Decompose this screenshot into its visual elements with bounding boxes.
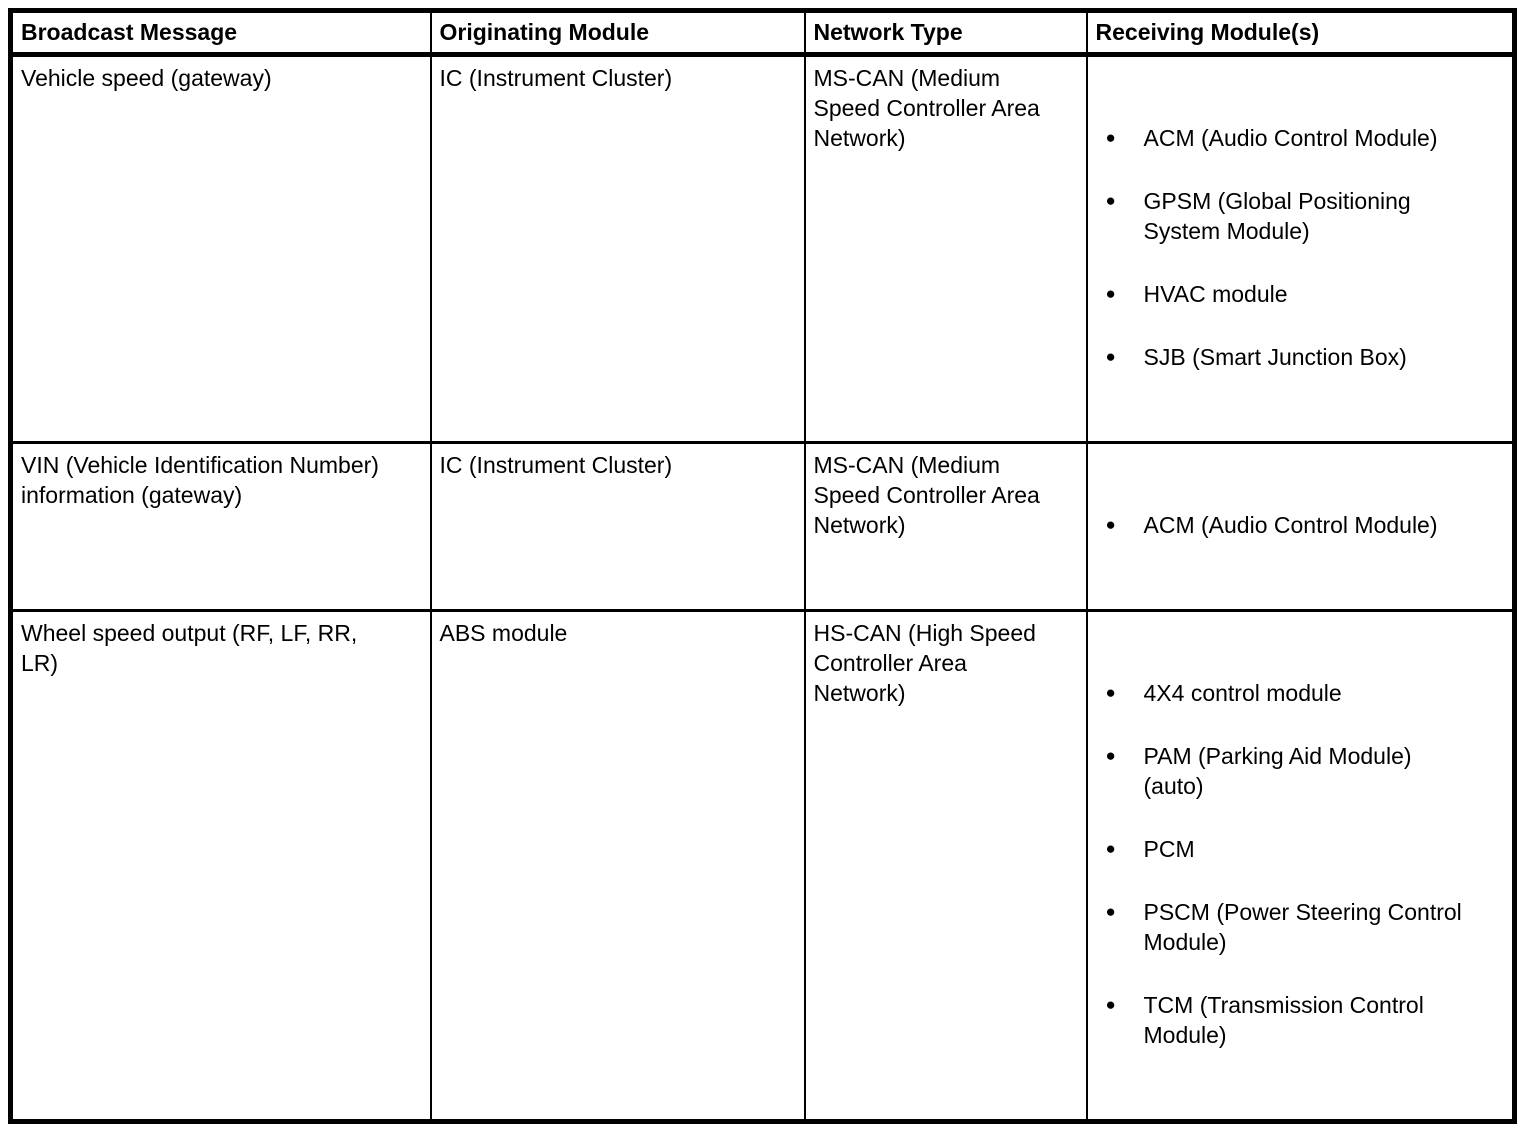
cell-broadcast-message: Vehicle speed (gateway) <box>21 65 272 91</box>
cell-originating-module: IC (Instrument Cluster) <box>429 54 805 443</box>
list-item: ● ACM (Audio Control Module) <box>1096 510 1503 540</box>
cell-originating-module: IC (Instrument Cluster) <box>429 441 805 611</box>
table-row: Wheel speed output (RF, LF, RR, LR) ABS … <box>10 609 1515 1122</box>
receiving-module-label: HVAC module <box>1143 281 1288 307</box>
list-item: ● GPSM (Global Positioning System Module) <box>1096 186 1503 246</box>
receiving-module-label: ACM (Audio Control Module) <box>1143 512 1438 538</box>
receiving-modules-list: ● ACM (Audio Control Module) <box>1096 480 1503 573</box>
receiving-modules-list: ● 4X4 control module ● PAM (Parking Aid Mo… <box>1096 648 1503 1083</box>
cell-originating-module: ABS module <box>429 609 805 1122</box>
bullet-icon: ● <box>1105 284 1116 303</box>
list-item: ● HVAC module <box>1096 279 1503 309</box>
list-item: ● TCM (Transmission Control Module) <box>1096 990 1503 1050</box>
bullet-icon: ● <box>1105 191 1116 210</box>
list-item: ● PAM (Parking Aid Module) (auto) <box>1096 741 1503 801</box>
bullet-icon: ● <box>1105 128 1116 147</box>
bullet-icon: ● <box>1105 839 1116 858</box>
cell-receiving-modules: ● ACM (Audio Control Module) ● GPSM (Globa… <box>1085 54 1515 443</box>
list-item: ● SJB (Smart Junction Box) <box>1096 342 1503 372</box>
column-header-broadcast-message: Broadcast Message <box>10 10 431 57</box>
receiving-module-label: PAM (Parking Aid Module) (auto) <box>1143 743 1412 799</box>
table-row: VIN (Vehicle Identification Number) info… <box>10 441 1515 611</box>
cell-broadcast-message: VIN (Vehicle Identification Number) info… <box>10 441 431 611</box>
list-item: ● PSCM (Power Steering Control Module) <box>1096 897 1503 957</box>
column-header-network-type: Network Type <box>803 10 1087 57</box>
cell-network-type: MS-CAN (Medium Speed Controller Area Net… <box>803 54 1087 443</box>
list-item: ● PCM <box>1096 834 1503 864</box>
column-header-receiving-modules: Receiving Module(s) <box>1085 10 1515 57</box>
cell-network-type: HS-CAN (High Speed Controller Area Netwo… <box>803 609 1087 1122</box>
bullet-icon: ● <box>1105 746 1116 765</box>
header-row: Broadcast Message Originating Module Net… <box>10 10 1515 57</box>
list-item: ● ACM (Audio Control Module) <box>1096 123 1503 153</box>
receiving-module-label: TCM (Transmission Control Module) <box>1143 992 1424 1048</box>
cell-receiving-modules: ● ACM (Audio Control Module) <box>1085 441 1515 611</box>
cell-broadcast-message: Wheel speed output (RF, LF, RR, LR) <box>10 609 431 1122</box>
cell-network-type: MS-CAN (Medium Speed Controller Area Net… <box>803 441 1087 611</box>
bullet-icon: ● <box>1105 515 1116 534</box>
list-item: ● 4X4 control module <box>1096 678 1503 708</box>
receiving-module-label: GPSM (Global Positioning System Module) <box>1143 188 1411 244</box>
receiving-module-label: ACM (Audio Control Module) <box>1143 125 1438 151</box>
bullet-icon: ● <box>1105 683 1116 702</box>
receiving-module-label: SJB (Smart Junction Box) <box>1143 344 1407 370</box>
receiving-module-label: PCM <box>1143 836 1195 862</box>
bullet-icon: ● <box>1105 347 1116 366</box>
receiving-module-label: PSCM (Power Steering Control Module) <box>1143 899 1462 955</box>
cell-receiving-modules: ● 4X4 control module ● PAM (Parking Aid Mo… <box>1085 609 1515 1122</box>
bullet-icon: ● <box>1105 902 1116 921</box>
table-row: Vehicle speed (gateway) IC (Instrument C… <box>11 54 1515 443</box>
broadcast-messages-table: Broadcast Message Originating Module Net… <box>8 8 1517 1124</box>
receiving-module-label: 4X4 control module <box>1143 680 1342 706</box>
receiving-modules-list: ● ACM (Audio Control Module) ● GPSM (Globa… <box>1096 93 1503 405</box>
column-header-originating-module: Originating Module <box>429 10 805 57</box>
bullet-icon: ● <box>1105 995 1116 1014</box>
